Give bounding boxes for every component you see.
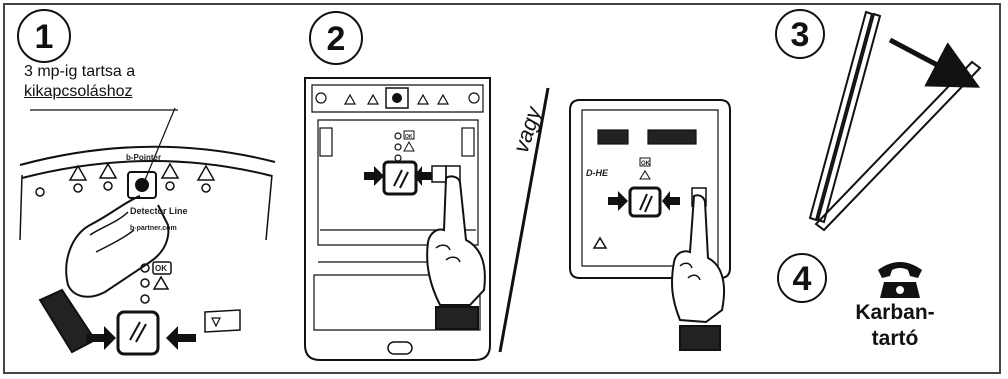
panel2-right-hand <box>671 194 726 324</box>
panel1-instruction: 3 mp-ig tartsa a kikapcsoláshoz <box>24 62 135 102</box>
panel2-right-arrows <box>608 191 680 211</box>
panel1-brand-small: b-Pointer <box>126 153 161 162</box>
panel2-right-arrow-right <box>608 191 628 211</box>
panel1-hand <box>65 195 170 298</box>
panel1-test-button <box>127 171 157 199</box>
panel1-website: b-partner.com <box>130 225 177 232</box>
panel2-brand-logo: D-HE <box>586 168 609 178</box>
step-4-badge: 4 <box>777 253 827 303</box>
step-2-number: 2 <box>327 20 346 58</box>
panel1-arrow-right <box>86 326 116 350</box>
panel4-label: Karban- tartó <box>840 300 950 352</box>
diagram-frame <box>3 3 1001 374</box>
panel1-detector <box>19 107 276 356</box>
step-1-badge: 1 <box>17 9 71 63</box>
panel2-left-ok-label: OK <box>405 134 413 140</box>
panel2-left-reset-button <box>382 160 418 196</box>
panel3-arrow <box>888 37 981 88</box>
panel2-right-sleeve <box>679 325 721 351</box>
panel1-product-line: Detector Line <box>130 206 188 216</box>
panel1-instruction-line2: kikapcsoláshoz <box>24 83 133 100</box>
step-3-number: 3 <box>791 16 810 54</box>
panel2-device-right <box>569 99 731 351</box>
step-1-number: 1 <box>35 18 54 56</box>
panel2-right-ok-label: OK <box>641 161 651 167</box>
panel4-label-line1: Karban- <box>855 301 935 324</box>
panel1-sleeve <box>38 288 97 354</box>
panel1-led-indicators <box>140 261 172 304</box>
panel1-instruction-line1: 3 mp-ig tartsa a <box>24 63 136 80</box>
panel2-right-reset-button <box>628 186 662 218</box>
panel2-left-sleeve <box>435 306 479 330</box>
panel2-left-arrows <box>364 166 432 186</box>
panel2-separator-line <box>498 87 550 353</box>
panel4-label-line2: tartó <box>871 327 919 350</box>
step-4-number: 4 <box>793 260 812 298</box>
panel1-reset-button <box>116 310 160 356</box>
panel1-arrow-left <box>166 326 196 350</box>
panel1-warning-row <box>35 162 216 197</box>
panel2-device-left <box>304 77 491 361</box>
panel2-right-arrow-left <box>662 191 680 211</box>
telephone-icon <box>878 262 922 298</box>
panel2-left-hand <box>426 175 486 306</box>
panel1-arrows <box>86 326 196 350</box>
panel1-ok-label: OK <box>155 264 167 273</box>
step-3-badge: 3 <box>775 9 825 59</box>
step-2-badge: 2 <box>309 11 363 65</box>
panel2-left-arrow-left <box>414 166 432 186</box>
panel2-left-arrow-right <box>364 166 384 186</box>
